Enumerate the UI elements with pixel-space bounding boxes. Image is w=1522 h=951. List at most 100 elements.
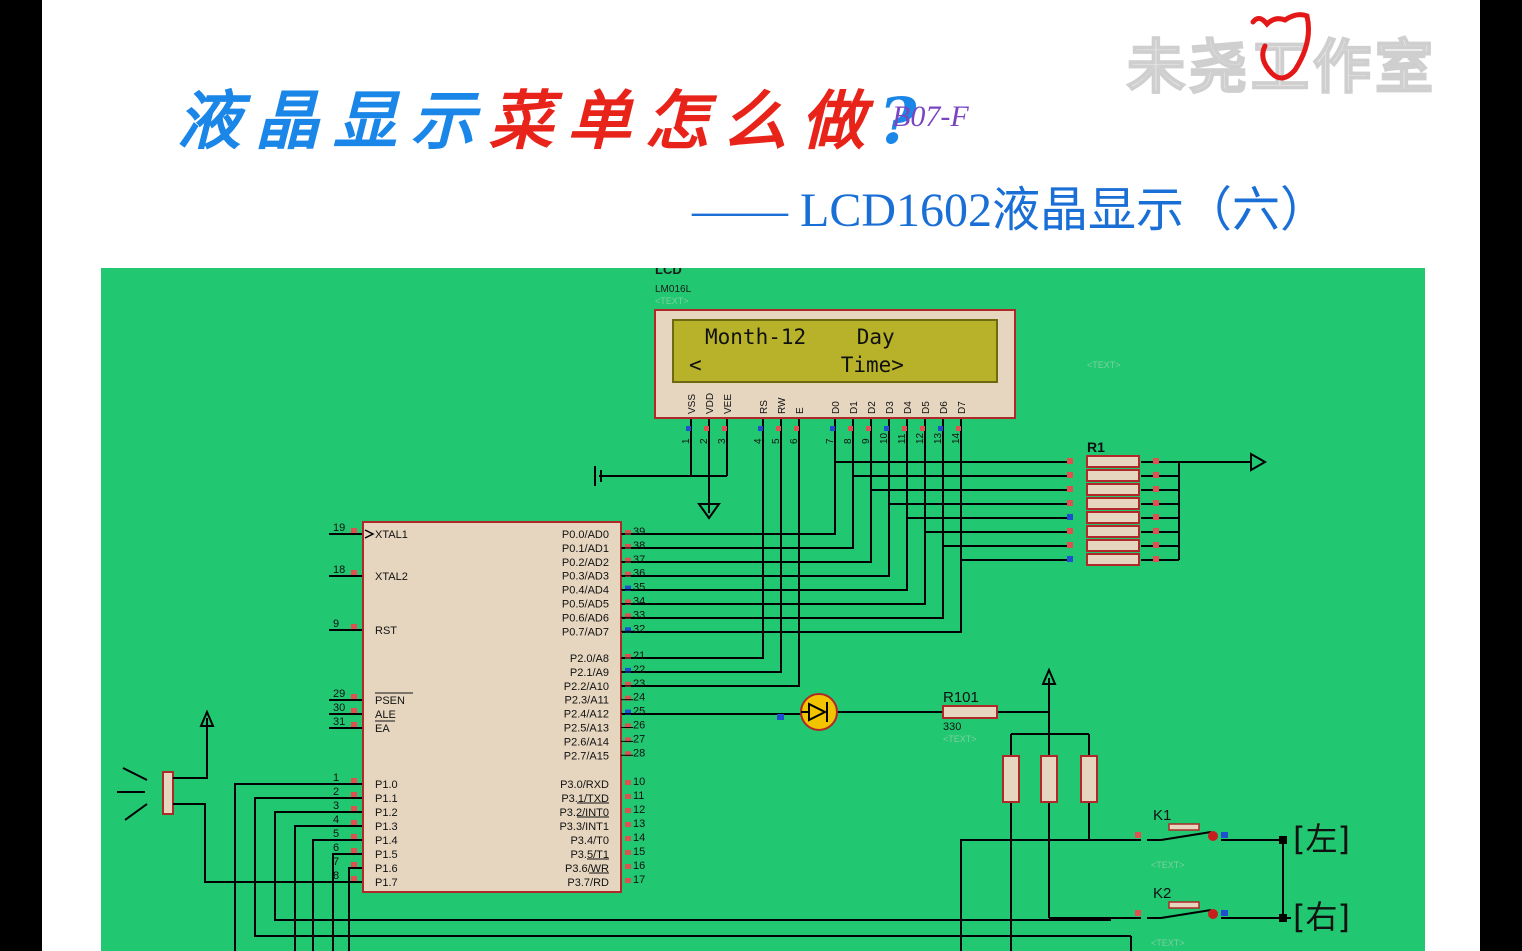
mcu-pin-number: 9	[333, 618, 339, 630]
watermark-text: 未尧工作室	[1126, 32, 1438, 102]
pin-marker	[625, 557, 631, 563]
schematic-canvas: LCD LM016L <TEXT> Month-12 Day < Time> V…	[101, 268, 1425, 951]
pin-marker	[758, 426, 763, 431]
led-diode	[777, 693, 838, 731]
mcu-pin-number: 10	[633, 776, 645, 788]
pin-marker	[625, 695, 631, 701]
lcd-pin-name: D5	[921, 401, 932, 414]
mcu-pin-name: P3.2/INT0	[559, 807, 609, 819]
pin-marker	[625, 654, 631, 659]
mcu-pin-number: 12	[633, 804, 645, 816]
pin-marker	[625, 681, 631, 687]
mcu-pin-name: P0.6/AD6	[562, 612, 609, 624]
mcu-pin-name: PSEN	[375, 695, 405, 707]
light-sensor	[117, 767, 191, 821]
pin-marker	[1153, 556, 1159, 562]
mcu-pin-name: ALE	[375, 709, 396, 721]
pin-marker	[351, 876, 357, 881]
lesson-code: B07-F	[892, 100, 969, 133]
lcd-pin-name: VDD	[705, 393, 716, 414]
pin-marker	[625, 808, 631, 813]
mcu-pin-number: 21	[633, 650, 645, 662]
lcd-pin-name: D2	[867, 401, 878, 414]
key-label: K2	[1153, 885, 1171, 902]
mcu-pin-name: P2.4/A12	[564, 709, 609, 721]
pin-marker	[625, 585, 631, 591]
pin-marker	[794, 426, 799, 431]
mcu-pin-number: 35	[633, 582, 645, 594]
pin-marker	[625, 571, 631, 577]
pin-marker	[351, 570, 357, 575]
pin-marker	[1067, 500, 1073, 506]
lcd-pin-name: D4	[903, 401, 914, 414]
pin-marker	[351, 862, 357, 867]
pin-marker	[625, 864, 631, 869]
page-subtitle: —— LCD1602液晶显示（六）	[692, 184, 1329, 237]
mcu-pin-number: 6	[333, 842, 339, 854]
mcu-pin-name: EA	[375, 723, 390, 735]
mcu-pin-name: P2.7/A15	[564, 750, 609, 762]
title-part-2: 菜单怎么做	[489, 84, 879, 159]
pin-marker	[351, 792, 357, 797]
pin-marker	[686, 426, 691, 431]
lcd-pin-number: 7	[825, 438, 836, 444]
mcu-pin-name: P0.0/AD0	[562, 529, 609, 541]
mcu-pin-name: P1.1	[375, 793, 398, 805]
lcd-pin-name: VSS	[687, 394, 698, 414]
mcu-pin-name: P1.3	[375, 821, 398, 833]
r101-label: R101	[943, 689, 979, 706]
pin-marker	[625, 850, 631, 855]
key-net-label: [右]	[1293, 898, 1350, 936]
mcu-pin-number: 8	[333, 870, 339, 882]
mcu-pin-number: 2	[333, 786, 339, 798]
watermark-logo: 未尧工作室	[1126, 12, 1507, 102]
pin-marker	[625, 613, 631, 619]
pin-marker	[1221, 910, 1228, 916]
mcu-pin-name: P0.4/AD4	[562, 585, 609, 597]
lcd-pin-number: 2	[699, 438, 710, 444]
pin-marker	[351, 694, 357, 699]
pin-marker	[351, 806, 357, 811]
mcu-pin-name: P0.2/AD2	[562, 557, 609, 569]
pin-marker	[884, 426, 889, 431]
pin-marker	[1153, 486, 1159, 492]
lcd-pin-number: 9	[861, 438, 872, 444]
pin-marker	[902, 426, 907, 431]
pin-marker	[625, 709, 631, 715]
rpack-resistor	[1086, 539, 1140, 552]
pin-marker	[1221, 832, 1228, 838]
mcu-pin-name: P0.5/AD5	[562, 599, 609, 611]
mcu-pin-number: 39	[633, 526, 645, 538]
mcu-pin-number: 25	[633, 706, 645, 718]
mcu-pin-name: P3.5/T1	[570, 849, 609, 861]
pin-marker	[625, 794, 631, 799]
lcd-label: LCD	[655, 268, 682, 277]
pin-marker	[351, 624, 357, 629]
pin-marker	[1153, 458, 1159, 464]
mcu-pin-name: P3.1/TXD	[561, 793, 609, 805]
mcu-pin-number: 29	[333, 688, 345, 700]
rpack-resistor	[1086, 497, 1140, 510]
lcd-line-2: < Time>	[689, 353, 904, 377]
pin-marker	[956, 426, 961, 431]
r101-text-tag: <TEXT>	[943, 734, 977, 744]
mcu-chip: 19XTAL118XTAL29RST29PSEN30ALE31EA1P1.02P…	[333, 521, 645, 893]
pin-marker	[625, 599, 631, 605]
mcu-pin-number: 24	[633, 692, 645, 704]
mcu-pin-number: 7	[333, 856, 339, 868]
lcd-pin-number: 13	[933, 432, 944, 444]
mcu-pin-number: 16	[633, 860, 645, 872]
pin-marker	[625, 751, 631, 757]
pin-marker	[1067, 472, 1073, 478]
pin-marker	[625, 667, 631, 673]
mcu-pin-number: 18	[333, 564, 345, 576]
mcu-pin-number: 31	[333, 716, 345, 728]
vcc-arrow-down	[697, 503, 721, 520]
vcc-arrow-up	[1041, 667, 1057, 685]
mcu-pin-number: 30	[333, 702, 345, 714]
pin-marker	[625, 627, 631, 633]
pin-marker	[1153, 472, 1159, 478]
pin-marker	[1067, 528, 1073, 534]
mcu-pin-name: RST	[375, 625, 397, 637]
ground-symbol	[594, 466, 602, 486]
